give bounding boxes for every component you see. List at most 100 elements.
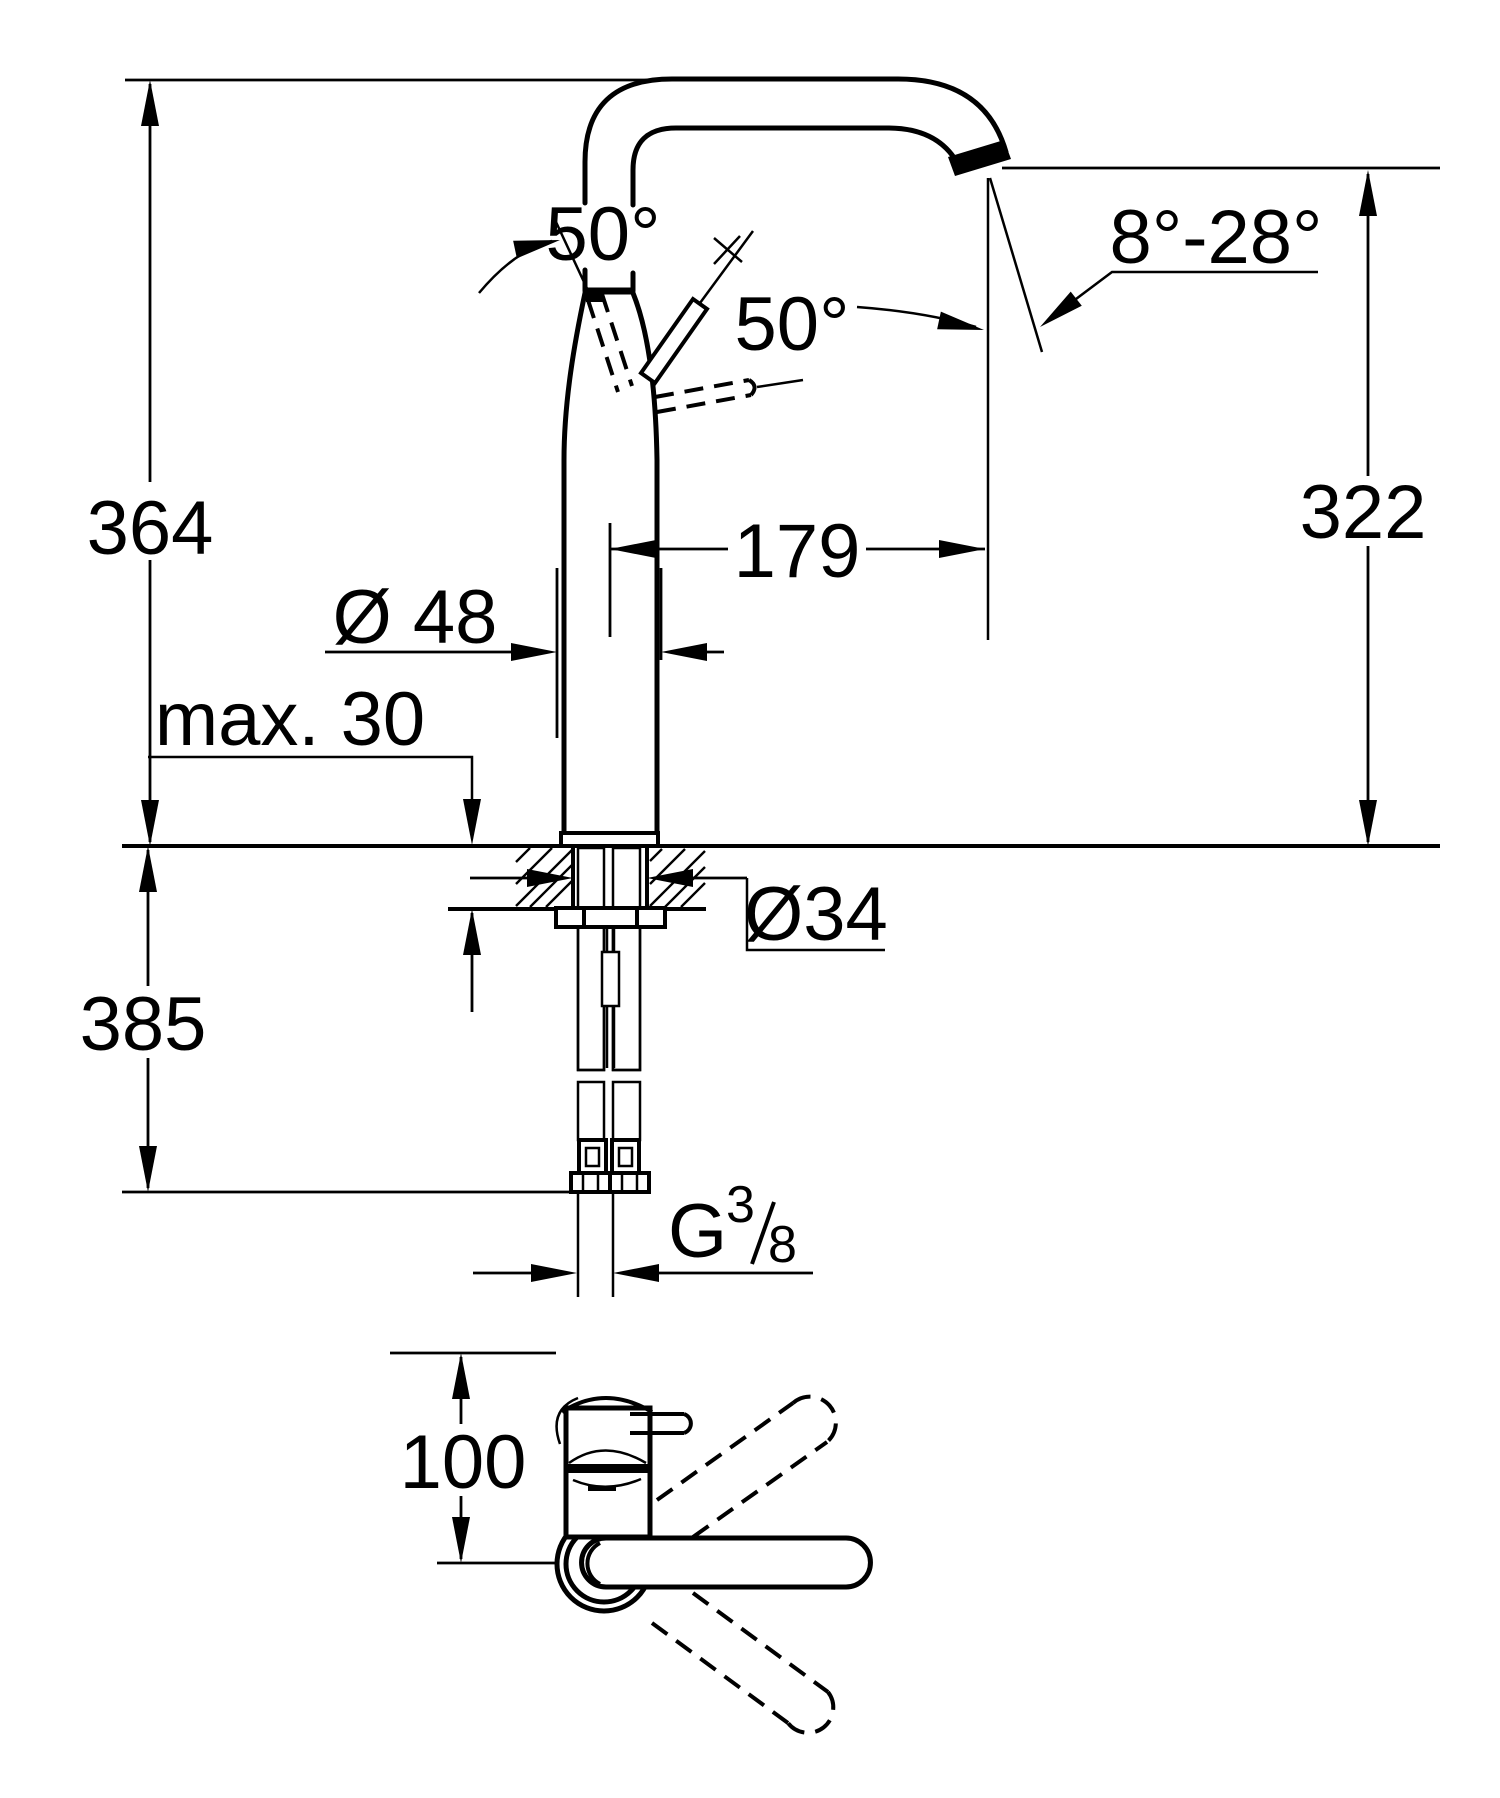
thread-label-numerator: 3	[726, 1176, 755, 1234]
dimension-below-deck: 385	[80, 846, 207, 1192]
joint-detail	[586, 294, 604, 302]
connector-detail	[584, 1146, 601, 1168]
spout-capsule	[579, 1535, 873, 1590]
dimension-total-height: 364	[87, 80, 214, 846]
faucet-spout	[582, 76, 1011, 302]
dimension-plan-depth: 100	[390, 1351, 560, 1565]
dimension-stream-angle: 8°-28°	[986, 177, 1323, 640]
hatch-line	[529, 864, 573, 908]
thread-label-denominator: 8	[768, 1216, 797, 1274]
dimension-outlet-height: 322	[1300, 170, 1427, 846]
arrowhead	[1359, 170, 1377, 216]
dimension-thread: G 3 8	[473, 1176, 813, 1282]
arrowhead	[452, 1517, 470, 1563]
lever-centerline	[698, 230, 755, 304]
front-view: 364 385 322	[80, 76, 1440, 1297]
joint-mark	[588, 1486, 616, 1491]
arrowhead	[613, 1264, 659, 1282]
arrowhead	[463, 799, 481, 845]
arrowhead	[139, 1146, 157, 1192]
arrowhead	[610, 540, 656, 558]
stream-angled-line	[988, 177, 1044, 353]
supply-hose-left-lower	[576, 1080, 606, 1142]
arrowhead	[1359, 800, 1377, 846]
dim-label-max30: max. 30	[155, 677, 425, 762]
swivel-capsule-upper	[691, 1440, 829, 1539]
dimension-hole-diameter: Ø34	[470, 869, 888, 957]
swivel-capsule-lower	[650, 1621, 790, 1725]
pivot-band	[566, 1464, 648, 1473]
arrowhead	[141, 800, 159, 846]
swivel-capsule-upper	[655, 1401, 795, 1502]
connector-detail	[617, 1146, 634, 1168]
lever-extension-line	[756, 378, 804, 389]
lever-dashed-up-position	[600, 293, 634, 387]
hatch-line	[680, 882, 706, 908]
arrowhead	[511, 643, 557, 661]
dim-label-385: 385	[80, 982, 207, 1067]
hatch-line	[664, 866, 706, 908]
aerator-outlet	[948, 140, 1011, 176]
hose-nut-right	[608, 1171, 651, 1194]
hatch-line	[545, 880, 573, 908]
leader-line	[745, 878, 885, 952]
arrowhead	[139, 846, 157, 892]
dim-label-50-upper: 50°	[546, 192, 661, 277]
arrowhead	[937, 311, 986, 339]
mounting-nut	[554, 906, 667, 929]
lever-dashed-up-position	[586, 299, 620, 393]
dim-label-d48: Ø 48	[333, 575, 498, 660]
fraction-slash	[750, 1201, 776, 1265]
center-cross-mark	[713, 235, 741, 265]
dim-label-322: 322	[1300, 470, 1427, 555]
dim-label-d34: Ø34	[744, 872, 888, 957]
base-plate	[559, 831, 660, 848]
arrowhead	[1034, 291, 1082, 335]
dimension-handle-angle-lower: 50°	[735, 282, 986, 367]
lever-dashed-side-position	[654, 378, 750, 399]
swivel-capsule-lower	[691, 1591, 830, 1694]
dim-label-364: 364	[87, 486, 214, 571]
supply-hose-left	[576, 925, 606, 1072]
arrowhead	[939, 540, 985, 558]
arrowhead	[661, 643, 707, 661]
lever-pin-cap	[683, 1412, 693, 1435]
dim-label-179: 179	[734, 509, 861, 594]
plan-spout	[579, 1535, 873, 1590]
hose-nut-left	[569, 1171, 612, 1194]
leader-line	[148, 755, 474, 801]
hatch-line	[515, 847, 531, 863]
angle-reference-line	[554, 221, 593, 298]
spout-joint-arc	[585, 1541, 602, 1586]
lever-dashed-side-position	[656, 393, 752, 414]
dim-label-50-lower: 50°	[735, 282, 850, 367]
arrowhead	[141, 80, 159, 126]
hose-connector-right	[610, 1138, 641, 1175]
plan-view: 100	[390, 1351, 873, 1735]
cartridge-arc	[568, 1449, 647, 1465]
dimension-handle-angle-upper: 50°	[478, 192, 661, 298]
supply-hose-right-lower	[611, 1080, 642, 1142]
hatch-line	[649, 848, 663, 862]
dim-label-100: 100	[400, 1420, 527, 1505]
thread-label-g: G	[668, 1189, 727, 1274]
mounting-hardware	[554, 846, 667, 1297]
spout-inner-edge	[630, 125, 964, 294]
dome-side-arc	[555, 1396, 579, 1445]
swivel-capsule-lower-cap	[786, 1690, 836, 1735]
spout-swivel-range	[650, 1394, 838, 1735]
dim-label-8-28: 8°-28°	[1110, 195, 1323, 280]
arrowhead	[531, 1264, 577, 1282]
arrowhead	[647, 869, 693, 887]
lever-dashed-end-cap	[747, 378, 757, 397]
handle-lever	[586, 230, 804, 414]
swivel-capsule-upper-cap	[791, 1394, 838, 1444]
threaded-stud	[600, 950, 621, 1008]
dimension-body-diameter: Ø 48	[325, 568, 724, 738]
plan-body	[555, 1396, 693, 1540]
dimension-spout-reach: 179	[608, 509, 985, 637]
handle-dome-arc	[560, 1396, 654, 1414]
body-left-edge	[561, 290, 588, 836]
